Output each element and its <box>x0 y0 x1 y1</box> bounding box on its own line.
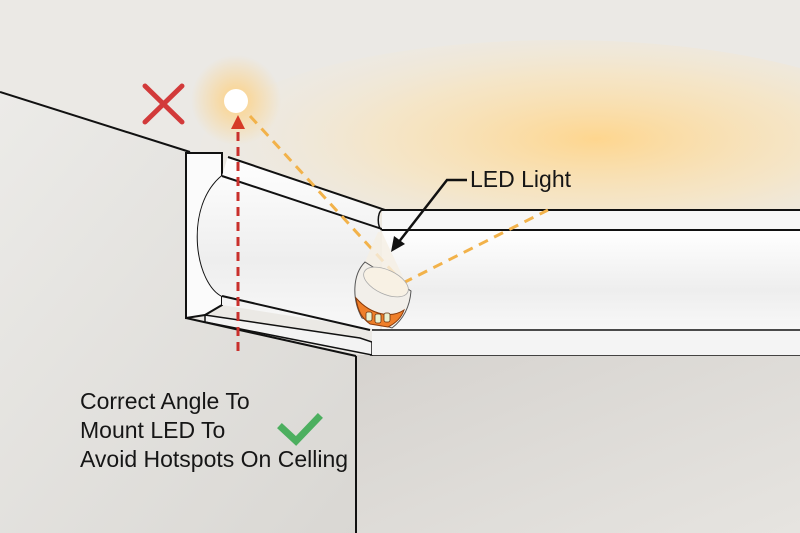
molding-top-line <box>227 156 386 211</box>
molding-corner-notch <box>377 209 383 231</box>
molding-face-left <box>197 156 380 330</box>
caption: Correct Angle To Mount LED To Avoid Hots… <box>80 387 348 474</box>
led-light-label: LED Light <box>470 166 572 192</box>
molding-face-right <box>382 230 800 330</box>
check-mark-icon <box>277 413 323 446</box>
led-light-fixture <box>354 232 412 329</box>
molding-top-band <box>382 210 800 230</box>
molding-upper-line <box>221 175 386 231</box>
molding-wall-line <box>185 317 357 357</box>
left-wall <box>0 92 360 533</box>
caption-line-2: Mount LED To <box>80 417 226 443</box>
led-callout-arrow <box>391 178 467 252</box>
molding-lower-line <box>221 295 371 331</box>
caption-line-1: Correct Angle To <box>80 388 250 414</box>
x-mark-icon <box>142 83 185 125</box>
hotspot-dot <box>224 89 248 113</box>
arrow-up-icon <box>231 115 245 129</box>
caption-line-3: Avoid Hotspots On Celling <box>80 446 349 472</box>
molding-base-right <box>372 330 800 355</box>
right-wall <box>356 355 800 533</box>
wall-ceiling-edge <box>0 91 191 153</box>
